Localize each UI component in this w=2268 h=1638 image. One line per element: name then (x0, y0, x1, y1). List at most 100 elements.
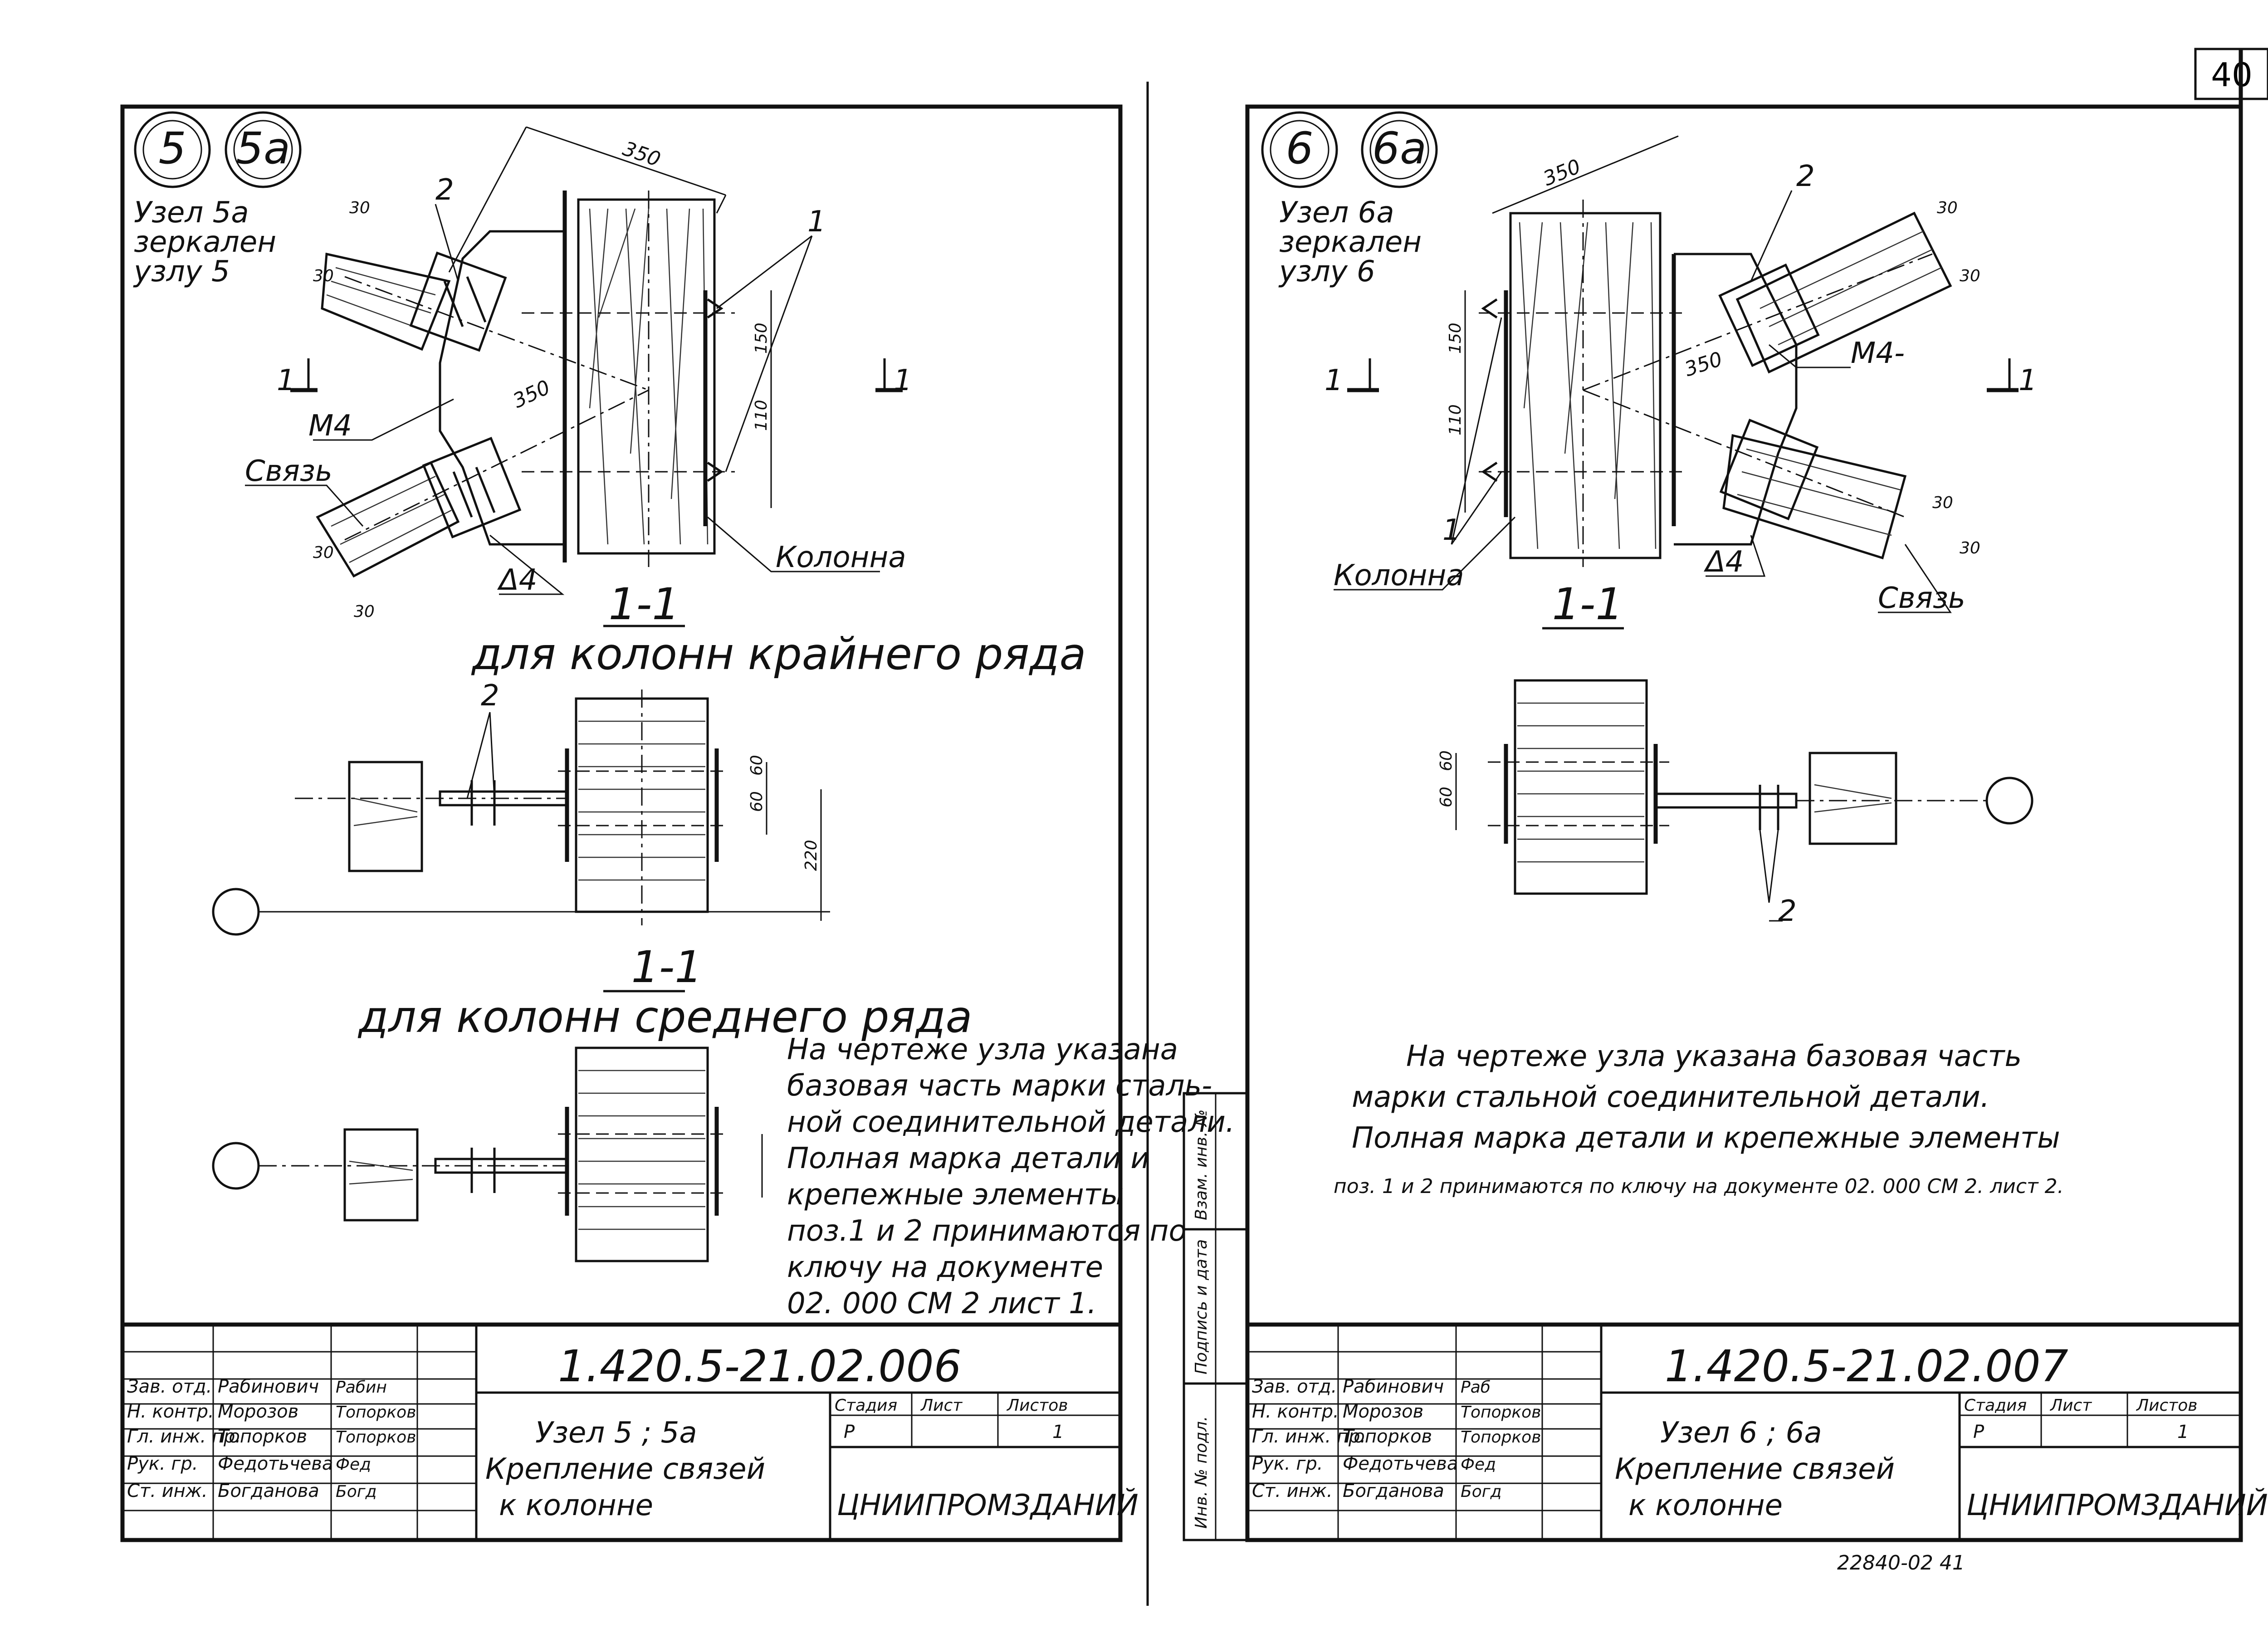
section-mark-right: 1 (894, 364, 912, 397)
svyaz-label-r: Связь (1878, 582, 1965, 615)
mirror-note-2: зеркален (134, 225, 276, 259)
right-sheet: Инв. № подл. Подпись и дата Взам. инв. №… (1183, 49, 2268, 1574)
role-4: Рук. гр. (127, 1453, 198, 1474)
role-r3: Гл. инж. пр. (1252, 1426, 1366, 1447)
stage-header: Стадия (835, 1396, 897, 1415)
dim-30-a: 30 (349, 199, 370, 217)
dim-30-rc: 30 (1932, 494, 1953, 512)
dim-110-r: 110 (1446, 404, 1465, 435)
doc-code: 1.420.5-21.02.006 (558, 1341, 962, 1392)
kolonna-label-r: Колонна (1334, 559, 1464, 592)
signature-r5: Богд (1461, 1482, 1502, 1501)
caption-middle-row: для колонн среднего ряда (357, 992, 972, 1042)
title-line-3: к колонне (499, 1489, 653, 1522)
badge-6a: 6а (1372, 123, 1427, 174)
plan-section-right: 60 60 2 (1437, 679, 2033, 928)
right-note: На чертеже узла указана базовая часть ма… (1334, 1040, 2064, 1198)
name-2: Морозов (218, 1401, 298, 1422)
mirror-note-1: Узел 5а (134, 196, 249, 230)
name-3: Топорков (218, 1426, 307, 1447)
signature-5: Богд (336, 1482, 377, 1501)
sheets-header-r: Листов (2136, 1396, 2197, 1415)
mirror-note-3: узлу 5 (133, 255, 230, 288)
signature-1: Рабин (336, 1378, 387, 1397)
signature-4: Фед (336, 1455, 371, 1474)
note-line-5: крепежные элементы (787, 1178, 1124, 1212)
sheet-header-r: Лист (2049, 1396, 2092, 1415)
brace-lower-right (1719, 418, 1907, 560)
m4-label: М4 (308, 409, 352, 443)
column-elevation-left (522, 191, 735, 562)
title-r-line-2: Крепление связей (1615, 1452, 1895, 1486)
signature-r2: Топорков (1461, 1403, 1541, 1422)
gusset-plate-left (439, 230, 565, 546)
badge-6: 6 (1286, 123, 1313, 174)
signature-r4: Фед (1461, 1455, 1496, 1474)
stamp-podpis: Подпись и дата (1192, 1239, 1211, 1374)
stamp-inv-podl: Инв. № подл. (1192, 1416, 1211, 1529)
name-r4: Федотьчева (1343, 1453, 1458, 1474)
m4-label-r: М4- (1851, 337, 1905, 370)
role-r1: Зав. отд. (1252, 1376, 1337, 1397)
note-line-8: 02. 000 СМ 2 лист 1. (787, 1287, 1096, 1320)
axis-marker-r (1985, 777, 2033, 825)
brace-upper-left (321, 251, 507, 352)
name-5: Богданова (218, 1481, 319, 1501)
stage-value: Р (844, 1422, 855, 1442)
page-number-box: 40 (2194, 48, 2268, 100)
stage-header-r: Стадия (1964, 1396, 2027, 1415)
role-2: Н. контр. (127, 1401, 214, 1422)
dim-30-d: 30 (354, 602, 375, 621)
signature-2: Топорков (336, 1403, 416, 1422)
dim-350-top-r: 350 (1540, 155, 1584, 191)
pos-2-plan-label-r: 2 (1778, 895, 1797, 928)
axis-marker-2 (212, 1142, 260, 1190)
note-r-line-4: поз. 1 и 2 принимаются по ключу на докум… (1334, 1175, 2064, 1198)
note-r-line-2: марки стальной соединительной детали. (1352, 1081, 1989, 1114)
title-r-line-1: Узел 6 ; 6а (1660, 1416, 1822, 1450)
sheets-header: Листов (1006, 1396, 1068, 1415)
section-title-2: 1-1 (631, 942, 703, 993)
plan-dim-60a: 60 (748, 791, 766, 812)
right-title-block: Зав. отд. Н. контр. Гл. инж. пр. Рук. гр… (1245, 1322, 2268, 1542)
pos-1-label: 1 (807, 205, 826, 239)
note-line-3: ной соединительной детали. (787, 1105, 1235, 1139)
column-elevation-right (1479, 212, 1687, 559)
org-name-r: ЦНИИПРОМЗДАНИЙ (1966, 1488, 2268, 1522)
name-r2: Морозов (1343, 1401, 1423, 1422)
plan-dim-60a-r: 60 (1437, 787, 1456, 807)
note-line-6: поз.1 и 2 принимаются по (787, 1214, 1187, 1248)
badge-5a: 5а (236, 123, 290, 174)
section-mark-left: 1 (277, 364, 295, 397)
note-line-4: Полная марка детали и (787, 1142, 1149, 1175)
signature-r1: Раб (1461, 1378, 1491, 1397)
axis-marker-1 (212, 888, 260, 936)
sheets-value: 1 (1052, 1422, 1064, 1442)
pos-2-label: 2 (435, 173, 454, 207)
dim-110: 110 (752, 400, 771, 431)
left-note: На чертеже узла указана базовая часть ма… (787, 1033, 1235, 1320)
name-r1: Рабинович (1343, 1376, 1444, 1397)
title-line-2: Крепление связей (485, 1452, 765, 1486)
name-4: Федотьчева (218, 1453, 333, 1474)
section-title-r1: 1-1 (1552, 579, 1623, 630)
pos-2-plan-label: 2 (481, 679, 499, 713)
plan-dim-60b: 60 (748, 755, 766, 776)
role-r2: Н. контр. (1252, 1401, 1339, 1422)
title-r-line-3: к колонне (1628, 1489, 1783, 1522)
org-name: ЦНИИПРОМЗДАНИЙ (837, 1488, 1139, 1522)
signature-r3: Топорков (1461, 1428, 1541, 1447)
mirror-note-r3: узлу 6 (1278, 255, 1375, 288)
dim-350-mid: 350 (509, 376, 554, 413)
mirror-note-r1: Узел 6а (1279, 196, 1394, 230)
note-line-7: ключу на документе (787, 1251, 1103, 1284)
dim-150: 150 (752, 323, 771, 354)
dim-150-r: 150 (1446, 323, 1465, 354)
name-r5: Богданова (1343, 1481, 1444, 1501)
signature-3: Топорков (336, 1428, 416, 1447)
gusset-plate-right (1674, 253, 1798, 546)
dim-30-rb: 30 (1960, 267, 1980, 285)
plan-dim-60b-r: 60 (1437, 750, 1456, 771)
doc-code-r: 1.420.5-21.02.007 (1665, 1341, 2068, 1392)
